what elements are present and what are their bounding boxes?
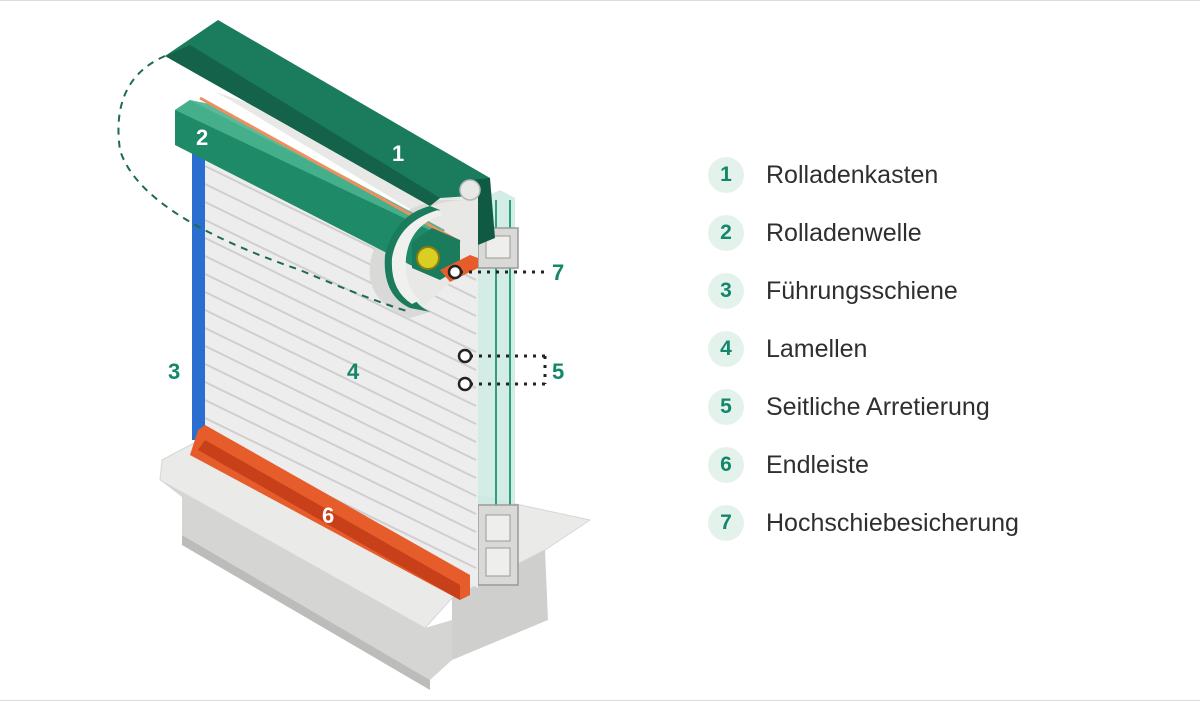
marker-7: [449, 266, 461, 278]
marker-5: [459, 378, 471, 390]
legend-item-rolladenkasten: 1 Rolladenkasten: [708, 146, 1168, 204]
window-frame-bottom-inner: [486, 515, 510, 541]
callout-6: 6: [322, 503, 334, 528]
legend-number: 3: [708, 273, 744, 309]
legend-number: 2: [708, 215, 744, 251]
callout-2: 2: [196, 125, 208, 150]
legend-label: Lamellen: [766, 335, 867, 364]
legend-label: Endleiste: [766, 451, 869, 480]
callout-5: 5: [552, 359, 564, 384]
legend-label: Rolladenkasten: [766, 161, 938, 190]
legend-label: Rolladenwelle: [766, 219, 922, 248]
legend-item-rolladenwelle: 2 Rolladenwelle: [708, 204, 1168, 262]
legend-number: 6: [708, 447, 744, 483]
marker-5: [459, 350, 471, 362]
legend-number: 5: [708, 389, 744, 425]
legend-label: Führungsschiene: [766, 277, 958, 306]
callout-3: 3: [168, 359, 180, 384]
legend-item-seitliche-arretierung: 5 Seitliche Arretierung: [708, 378, 1168, 436]
legend-number: 1: [708, 157, 744, 193]
legend-item-hochschiebesicherung: 7 Hochschiebesicherung: [708, 494, 1168, 552]
callout-7: 7: [552, 260, 564, 285]
legend-label: Hochschiebesicherung: [766, 509, 1019, 538]
callout-1: 1: [392, 141, 404, 166]
legend-label: Seitliche Arretierung: [766, 393, 990, 422]
callout-4: 4: [347, 359, 360, 384]
legend-item-fuehrungsschiene: 3 Führungsschiene: [708, 262, 1168, 320]
legend-item-endleiste: 6 Endleiste: [708, 436, 1168, 494]
guide-rail: [192, 140, 205, 440]
legend-number: 4: [708, 331, 744, 367]
legend-number: 7: [708, 505, 744, 541]
shaft-axle: [417, 247, 439, 269]
legend-item-lamellen: 4 Lamellen: [708, 320, 1168, 378]
window-frame-bottom-inner: [486, 548, 510, 576]
legend: 1 Rolladenkasten 2 Rolladenwelle 3 Führu…: [708, 146, 1168, 552]
roller-box-end-hole: [460, 180, 480, 200]
